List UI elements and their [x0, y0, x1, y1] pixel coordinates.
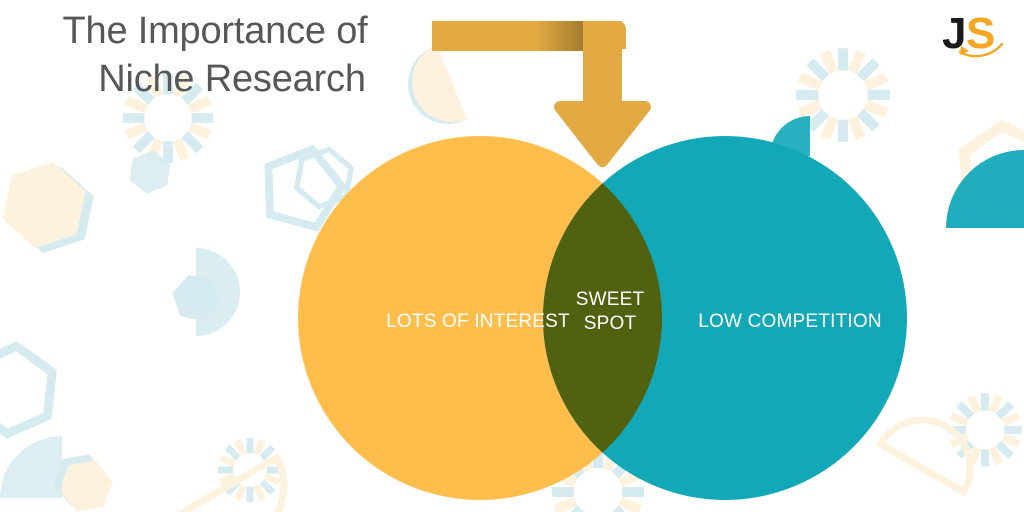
- logo-swoosh-icon: [958, 42, 1004, 58]
- venn-label-right: LOW COMPETITION: [698, 311, 882, 332]
- venn-label-left: LOTS OF INTEREST: [386, 311, 570, 332]
- page-title: The Importance of Niche Research: [0, 8, 430, 103]
- half-circle-icon-left: [196, 248, 240, 336]
- logo-letter-s: S: [966, 9, 995, 58]
- venn-overlap-region[interactable]: [543, 136, 907, 500]
- half-circle-outline-icon-bottom: [174, 453, 288, 512]
- title-line-1: The Importance of: [62, 10, 368, 52]
- quarter-circle-icon-bottomleft: [0, 436, 62, 498]
- half-circle-outline-icon-bottomright: [875, 416, 974, 497]
- title-line-2: Niche Research: [98, 57, 366, 100]
- js-logo[interactable]: J S: [940, 8, 1006, 62]
- venn-label-center: SWEET SPOT: [525, 288, 695, 336]
- half-circle-icon-top: [408, 44, 467, 124]
- pentagon-outline-icon-topleft: [264, 144, 347, 232]
- arrow-elbow-corner: [592, 21, 626, 49]
- venn-label-center-line-2: SPOT: [583, 312, 637, 334]
- logo-swoosh-arrowhead-icon: [960, 46, 969, 55]
- venn-label-center-line-1: SWEET: [575, 289, 645, 310]
- quarter-circle-icon-topright: [946, 150, 1024, 228]
- arrow-head-icon: [554, 101, 651, 168]
- pointer-arrow: [432, 21, 651, 168]
